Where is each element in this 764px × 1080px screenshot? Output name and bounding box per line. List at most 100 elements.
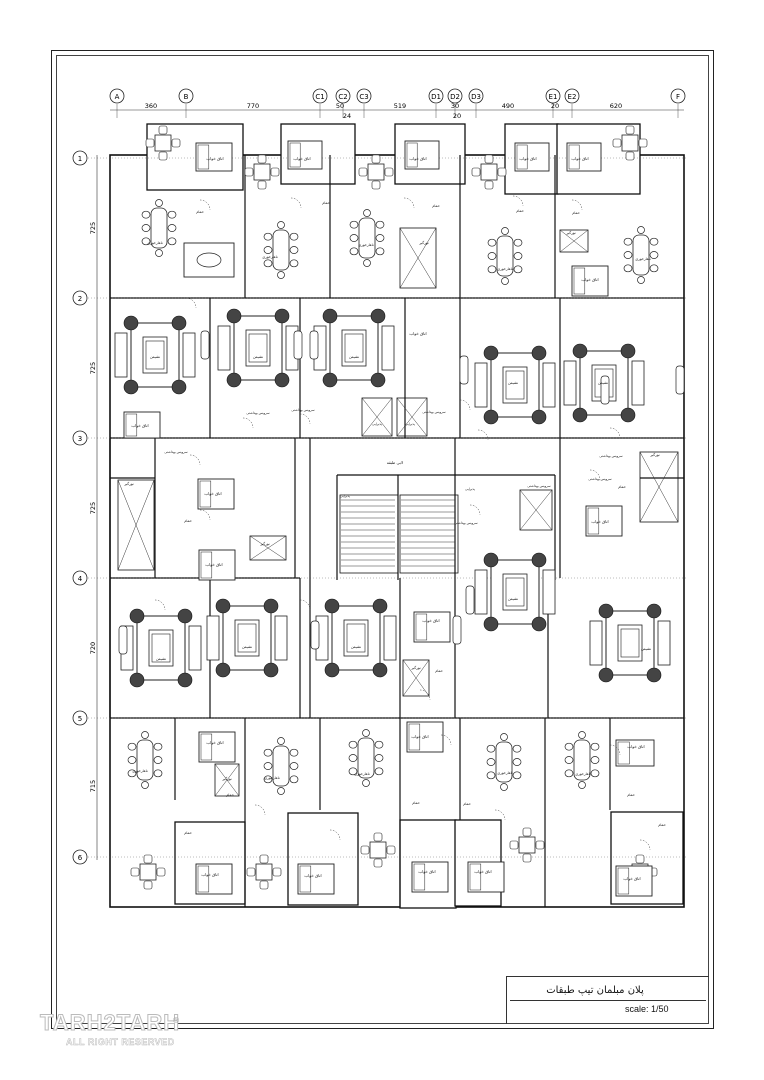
column-head-label: C3 xyxy=(359,93,368,101)
column-head-circle xyxy=(428,88,444,104)
bistro-table-top xyxy=(369,841,387,859)
bed-pillow xyxy=(200,733,213,761)
room-label: حمام xyxy=(322,201,330,206)
bed-frame xyxy=(467,861,505,893)
room-label: حمام xyxy=(572,211,580,216)
bed-pillow xyxy=(200,551,213,579)
dining-chair xyxy=(263,762,273,770)
bed-pillow xyxy=(289,142,301,168)
dining-table xyxy=(127,731,163,789)
dining-chair xyxy=(375,220,385,229)
bed-pillow xyxy=(408,723,421,751)
room-label: پذیرایی xyxy=(465,487,475,491)
dining-chair xyxy=(362,779,370,787)
lightwell-box xyxy=(214,763,240,797)
tv-unit xyxy=(675,365,685,395)
row-head-label: 3 xyxy=(78,435,82,443)
coffee-table xyxy=(343,619,369,657)
column-grid-head: D2 xyxy=(447,88,463,104)
bistro-chair xyxy=(625,125,635,135)
dining-chair xyxy=(374,754,384,762)
armchair xyxy=(322,308,338,324)
armchair xyxy=(572,407,588,423)
dining-chair xyxy=(167,210,177,219)
bistro-chair xyxy=(635,854,645,864)
bistro-chair xyxy=(156,867,166,877)
dining-chair xyxy=(153,756,163,764)
bistro-table xyxy=(358,154,394,190)
bistro-chair xyxy=(171,138,181,148)
coffee-table-inset xyxy=(346,623,366,653)
bed-pillow xyxy=(573,267,586,295)
coffee-table xyxy=(502,366,528,404)
column-grid-head: C1 xyxy=(312,88,328,104)
bistro-chair xyxy=(259,880,269,890)
bistro-chair xyxy=(386,845,396,855)
bistro-chair xyxy=(373,832,383,842)
row-grid-head: 1 xyxy=(72,150,88,166)
dining-chair xyxy=(127,742,137,751)
room-label: لابی طبقه xyxy=(387,460,404,465)
tv-unit xyxy=(200,330,210,360)
bed xyxy=(195,863,233,895)
bed-frame xyxy=(615,739,655,767)
sofa xyxy=(542,362,556,408)
lightwell-cross xyxy=(214,763,240,797)
room-label: نورگیر xyxy=(221,776,231,781)
room-label: حمام xyxy=(463,802,471,807)
dining-table-top xyxy=(632,234,650,276)
top-dimension-value: 490 xyxy=(502,102,514,110)
bistro-chair xyxy=(158,125,168,135)
bed-frame xyxy=(123,411,161,439)
dining-chair xyxy=(375,247,385,256)
dining-chair xyxy=(277,737,285,745)
dining-table xyxy=(263,221,299,279)
bistro-chair xyxy=(143,854,153,864)
room-label: حمام xyxy=(196,210,204,215)
room-label: اتاق خواب xyxy=(293,156,310,161)
brand-logo: TARH2TARH xyxy=(39,1010,181,1036)
bed-frame xyxy=(404,140,440,170)
armchair xyxy=(215,662,231,678)
armchair xyxy=(324,662,340,678)
armchair xyxy=(370,308,386,324)
inner-border xyxy=(56,55,709,1024)
column-head-circle xyxy=(356,88,372,104)
room-label: ناهارخوری xyxy=(575,772,590,776)
grid-lines xyxy=(88,104,686,858)
door-swing xyxy=(469,504,481,516)
bistro-table xyxy=(130,854,166,890)
sofa xyxy=(563,360,577,406)
bistro-table-top xyxy=(255,863,273,881)
lightwell-cross xyxy=(639,451,679,523)
bistro-chair xyxy=(638,138,648,148)
room-label: ناهارخوری xyxy=(358,243,373,247)
door-swing xyxy=(199,199,211,211)
bed xyxy=(514,142,550,172)
bed-pillow xyxy=(516,144,528,170)
armchair xyxy=(274,308,290,324)
door-swing xyxy=(189,454,201,466)
column-head-label: D2 xyxy=(450,93,460,101)
row-grid-head: 2 xyxy=(72,290,88,306)
room-label: نشیمن xyxy=(150,355,160,359)
room-label: حمام xyxy=(658,823,666,828)
armchair xyxy=(263,598,279,614)
bed-frame xyxy=(411,861,449,893)
room-label: پذیرایی xyxy=(405,422,415,426)
living-set xyxy=(474,552,556,632)
row-grid-head: 5 xyxy=(72,710,88,726)
bed-pillow xyxy=(617,867,630,895)
furniture-layer xyxy=(114,125,685,897)
column-head-label: C2 xyxy=(338,93,347,101)
bistro-chair xyxy=(373,858,383,868)
sofa xyxy=(542,569,556,615)
dining-chair xyxy=(512,771,522,780)
room-label: نشیمن xyxy=(253,355,263,359)
dining-chair xyxy=(486,771,496,780)
column-head-circle xyxy=(564,88,580,104)
dining-chair xyxy=(127,769,137,778)
coffee-table-inset xyxy=(237,623,257,653)
bed-frame xyxy=(297,863,335,895)
left-dimension-value: 725 xyxy=(89,502,97,514)
